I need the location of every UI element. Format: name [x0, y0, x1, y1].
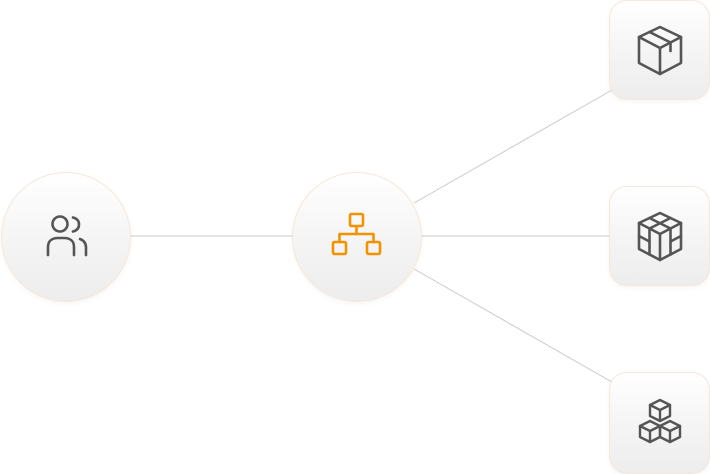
target-node-bottom: [609, 372, 710, 474]
users-icon: [46, 215, 88, 257]
connector-hub-target-bottom: [413, 268, 613, 383]
stacked-cubes-icon: [638, 398, 681, 444]
connector-hub-target-top: [413, 89, 613, 204]
hierarchy-icon: [331, 212, 382, 256]
target-node-middle: [609, 186, 710, 286]
source-node: [1, 172, 131, 302]
hub-node: [292, 172, 422, 302]
boxes-modules-icon: [637, 211, 682, 262]
target-node-top: [609, 0, 710, 100]
box-icon: [637, 25, 682, 76]
